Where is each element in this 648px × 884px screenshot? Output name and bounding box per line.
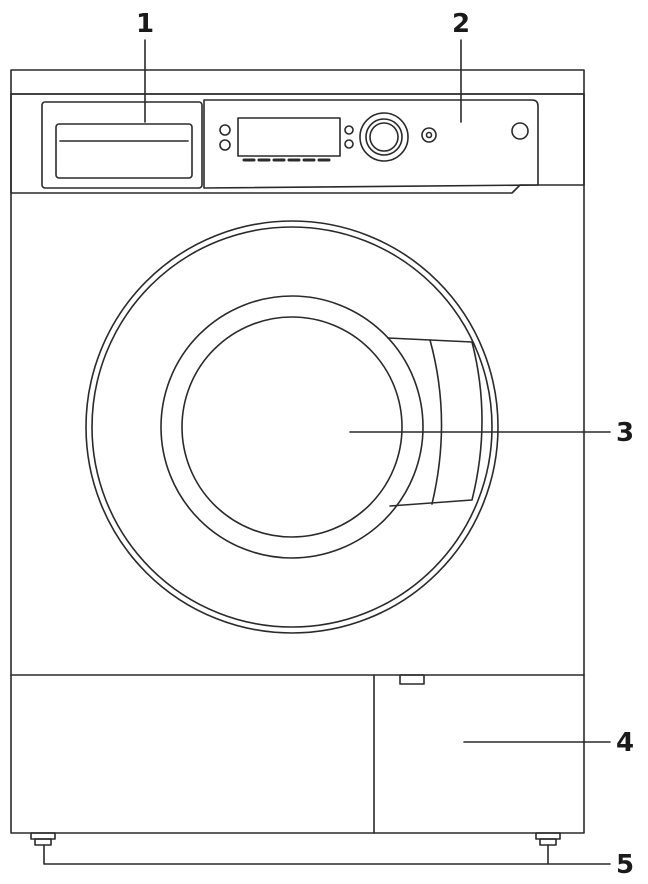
foot-left [30, 832, 56, 846]
callout-label-1: 1 [136, 9, 154, 39]
display-screen [237, 117, 341, 157]
callout-label-3: 3 [616, 418, 634, 448]
small-button [421, 127, 437, 143]
machine-body [10, 69, 585, 834]
detergent-drawer [41, 101, 203, 189]
plinth-clip [399, 674, 425, 685]
door-glass [181, 316, 403, 538]
callout-label-4: 4 [616, 728, 634, 758]
indicator-button-top [344, 125, 354, 135]
door-handle-inner [429, 339, 443, 505]
door-frame [91, 226, 493, 628]
program-knob-inner [365, 118, 403, 156]
door-outer [85, 220, 499, 634]
indicator-button-bottom [344, 139, 354, 149]
small-button-center [425, 131, 433, 139]
foot-right [535, 832, 561, 846]
control-unit [203, 99, 539, 189]
program-knob-ring [369, 122, 399, 152]
power-button [511, 122, 529, 140]
callout-label-2: 2 [452, 9, 470, 39]
door-handle [387, 337, 483, 507]
door-glass-ring [160, 295, 424, 559]
left-button-bottom [219, 139, 231, 151]
detergent-drawer-handle [55, 123, 193, 179]
program-knob [359, 112, 409, 162]
callout-label-5: 5 [616, 850, 634, 880]
callout-line-5 [43, 844, 611, 865]
left-button-top [219, 124, 231, 136]
